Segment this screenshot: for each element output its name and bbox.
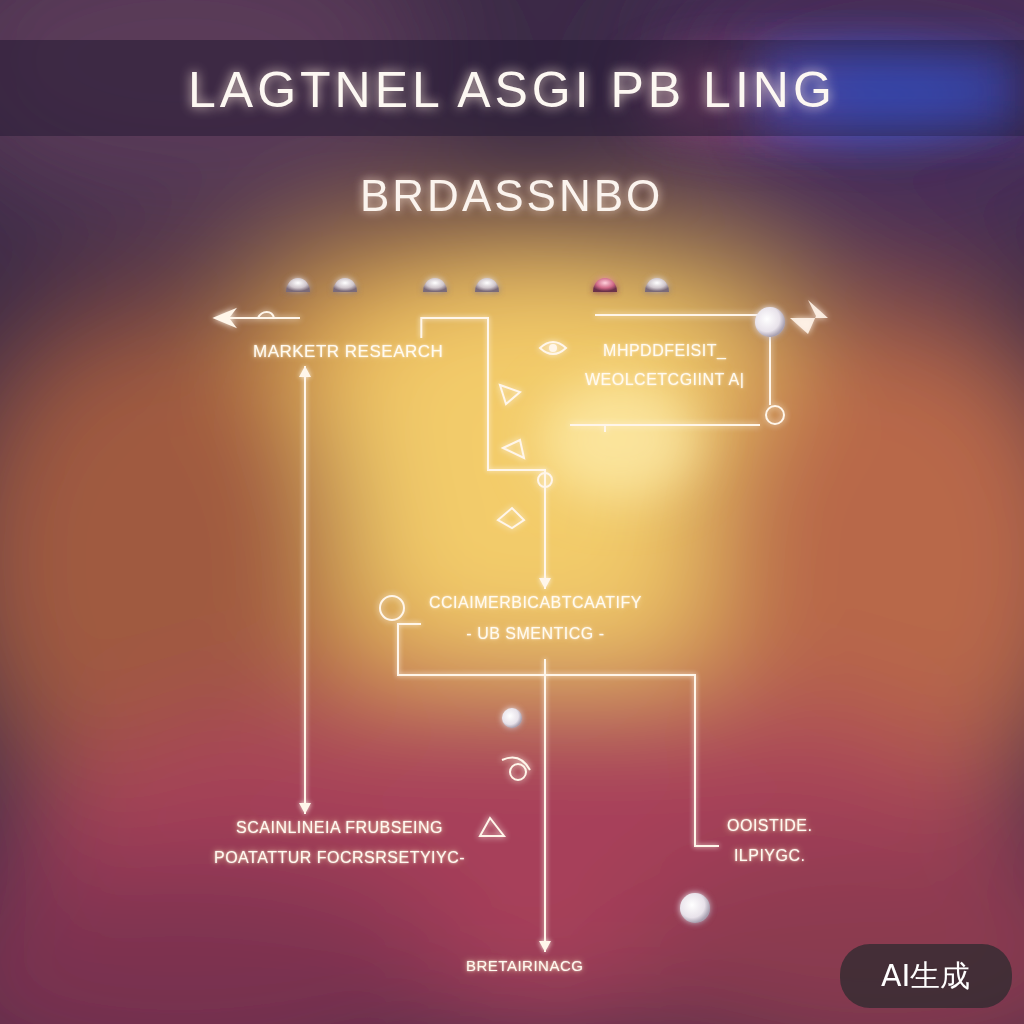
node-heading: CCIAIMERBICABTCAATIFY bbox=[429, 593, 642, 613]
end-label: BRETAIRINACG bbox=[458, 952, 591, 980]
node-heading: MHPDDFEISIT_ bbox=[585, 341, 744, 361]
connector-line bbox=[304, 366, 306, 814]
node-heading: MARKETR RESEARCH bbox=[253, 342, 443, 362]
connector bbox=[398, 624, 719, 846]
connector-line bbox=[398, 624, 719, 846]
node-subtext: POATATTUR FOCRSRSETYIYC- bbox=[214, 838, 465, 878]
connector bbox=[539, 659, 551, 952]
arrow-head bbox=[299, 366, 311, 377]
watermark: AI生成 bbox=[881, 956, 970, 997]
arrow-head bbox=[539, 578, 551, 589]
process-box: CCIAIMERBICABTCAATIFY- UB SMENTICG - bbox=[421, 589, 650, 659]
node-subtext: ILPIYGC. bbox=[727, 836, 812, 876]
arrow-head bbox=[539, 941, 551, 952]
arrow-head bbox=[299, 803, 311, 814]
diagram-title: LAGTNEL ASGI PB LING bbox=[188, 61, 836, 119]
node-heading: SCAINLINEIA FRUBSEING bbox=[214, 818, 465, 838]
step-label: MARKETR RESEARCH bbox=[245, 338, 451, 366]
process-box: OOISTIDE.ILPIYGC. bbox=[719, 812, 820, 880]
subtitle: BRDASSNBO bbox=[360, 171, 663, 221]
node-subtext: - UB SMENTICG - bbox=[429, 613, 642, 655]
node-heading: BRETAIRINACG bbox=[466, 956, 583, 976]
node-heading: OOISTIDE. bbox=[727, 816, 812, 836]
node-subtext: WEOLCETCGIINT A| bbox=[585, 361, 744, 399]
process-box: SCAINLINEIA FRUBSEINGPOATATTUR FOCRSRSET… bbox=[206, 814, 473, 882]
process-box: MHPDDFEISIT_WEOLCETCGIINT A| bbox=[577, 337, 752, 403]
connector bbox=[299, 366, 311, 814]
connector-line bbox=[544, 659, 546, 952]
